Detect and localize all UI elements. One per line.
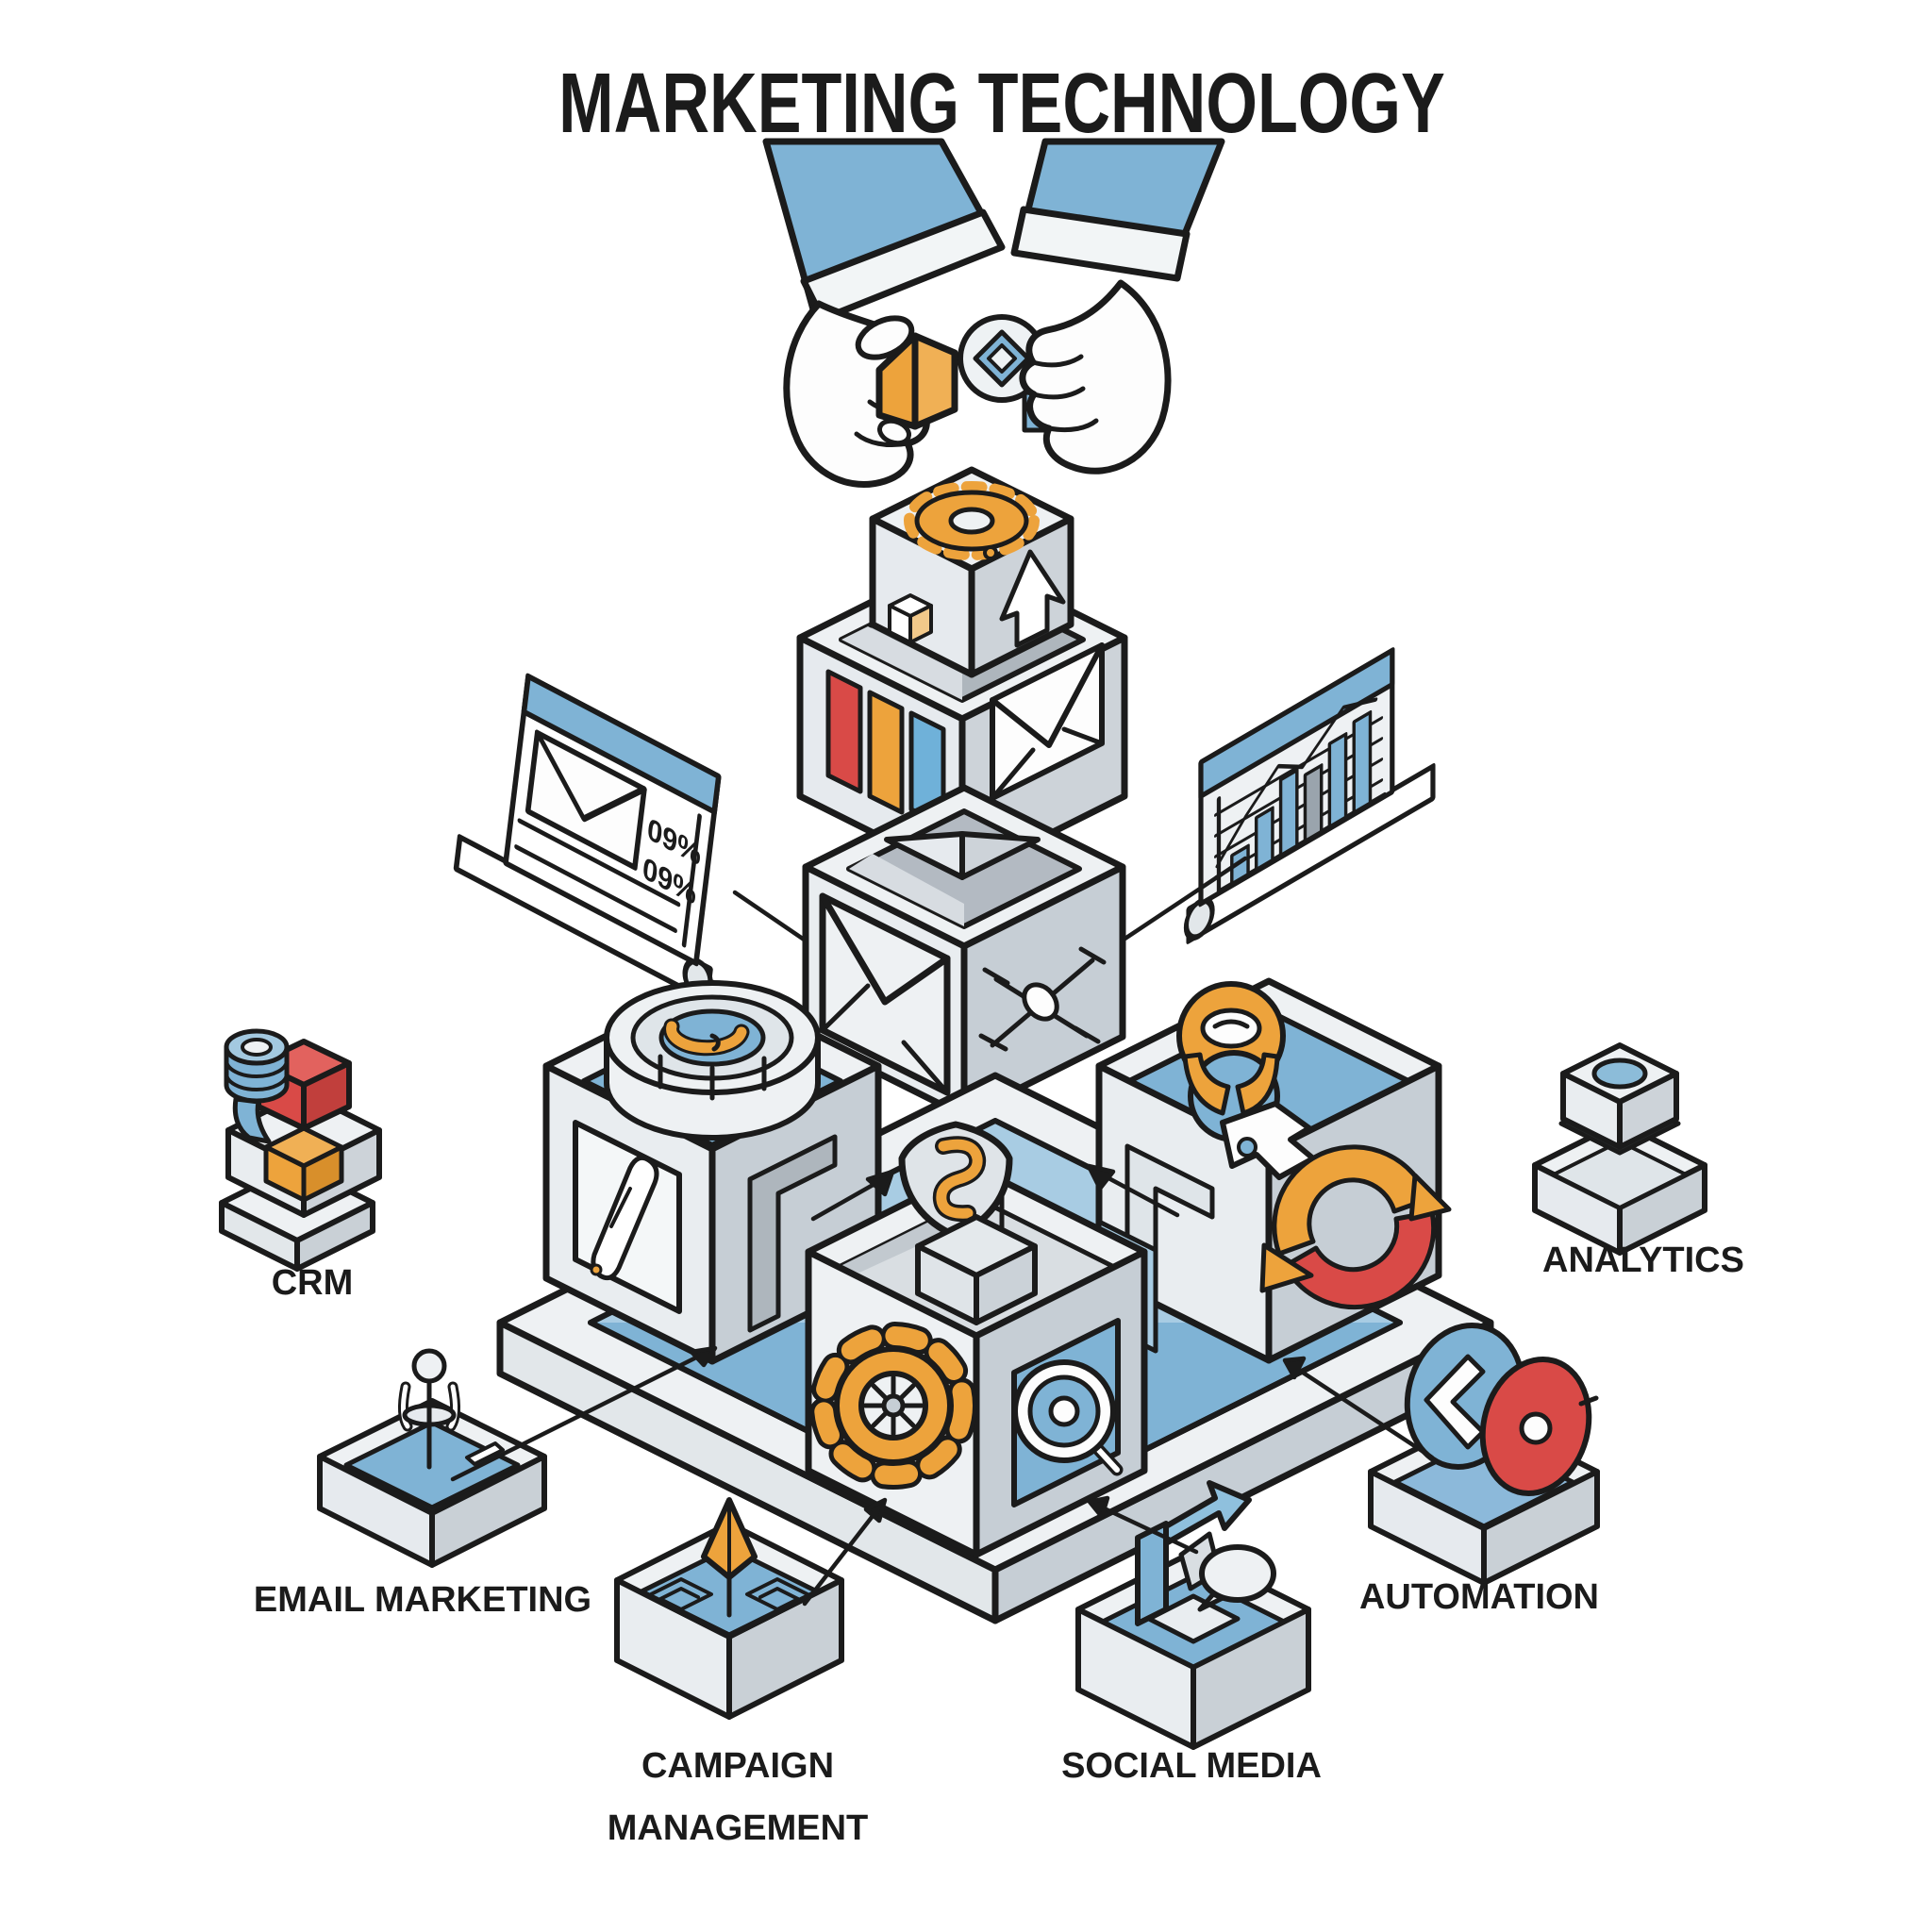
connector-arrow [1282, 1356, 1435, 1460]
banner-header-bar [1198, 647, 1395, 800]
connector-line-right-banner [1112, 856, 1248, 948]
maze-arrow-icon [614, 1497, 844, 1720]
connector-arrow [1087, 1495, 1199, 1555]
bar-chart-icon [825, 669, 946, 828]
cursor-arrow-icon [999, 549, 1066, 648]
share-arrow-speech-bubble-icon [1075, 1480, 1311, 1750]
social-media-label: SOCIAL MEDIA [1061, 1746, 1322, 1786]
stack-cube-lower [802, 784, 1126, 1120]
email-marketing-node [317, 1345, 718, 1568]
orange-cube [263, 1125, 344, 1203]
coil-turbine-icon [604, 980, 821, 1141]
gear-icon [904, 481, 1040, 560]
analytics-label: ANALYTICS [1542, 1241, 1744, 1280]
refresh-arrows-icon [1259, 1144, 1452, 1310]
gear-discs-icon [1368, 1322, 1600, 1586]
campaign-management-label-line1: CAMPAIGN [641, 1746, 834, 1786]
analytics-chart-banner [1183, 647, 1436, 944]
crm-label: CRM [272, 1263, 354, 1303]
right-hand [1019, 279, 1172, 475]
pen-icon [573, 1120, 682, 1314]
page-title: MARKETING TECHNOLOGY [558, 57, 1445, 151]
maze-groove [747, 1134, 838, 1333]
envelope-icon [525, 729, 647, 871]
stack-cube-top [869, 466, 1074, 678]
stacked-block-icon [1532, 1042, 1707, 1256]
coil-icon [224, 1028, 290, 1144]
beacon-antenna-icon [317, 1348, 547, 1568]
analytics-node [1532, 1042, 1707, 1256]
hands-illustration [762, 138, 1225, 488]
gear-icon [809, 1322, 977, 1490]
crm-blocks-icon [219, 1028, 382, 1272]
shield-icon [898, 1121, 1038, 1325]
connector-line-left-banner [732, 890, 818, 950]
envelope-icon [819, 892, 951, 1096]
campaign-management-node [614, 1497, 888, 1720]
connector-arrow [450, 1345, 718, 1482]
cube-location-refresh [1095, 977, 1452, 1364]
crm-node [219, 1028, 382, 1272]
cube-automation-gear [805, 1121, 1180, 1558]
speech-bubble-icon [1199, 1544, 1276, 1603]
map-pin-icon [1176, 981, 1316, 1180]
automation-label: AUTOMATION [1359, 1577, 1599, 1617]
bar-chart-icon [1214, 697, 1387, 894]
box-icon [888, 593, 933, 644]
automation-node [1282, 1322, 1600, 1586]
drone-icon [978, 946, 1107, 1052]
social-media-node [1075, 1480, 1311, 1750]
email-stats-banner [453, 673, 722, 1004]
connector-arrow [802, 1497, 888, 1607]
flow-arrow [810, 1163, 1180, 1222]
envelope-icon [990, 642, 1105, 801]
banner-header-bar [521, 673, 722, 815]
building-blocks-stack [796, 466, 1128, 1120]
campaign-management-label-line2: MANAGEMENT [608, 1808, 869, 1848]
target-icon [1011, 1318, 1124, 1507]
email-marketing-label: EMAIL MARKETING [254, 1580, 591, 1620]
